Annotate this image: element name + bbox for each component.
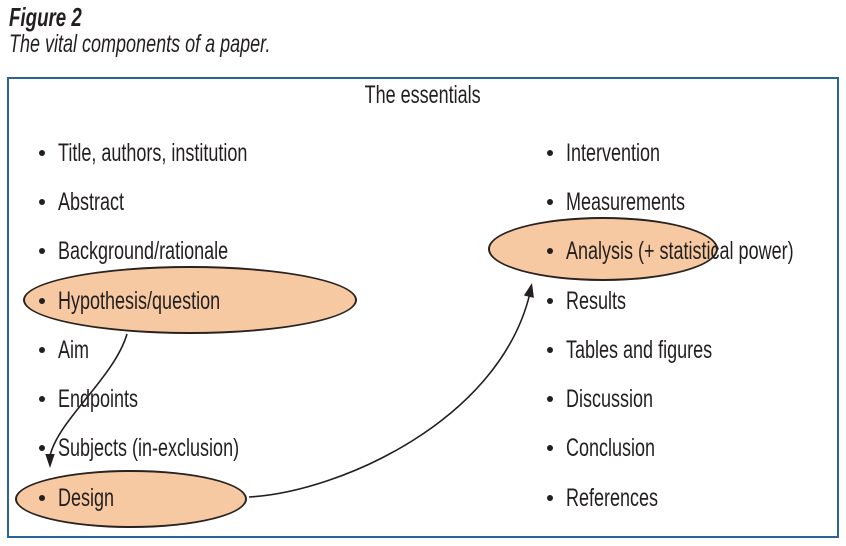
bullet-icon — [39, 198, 45, 205]
list-item: Design — [39, 473, 321, 522]
item-label: Measurements — [566, 187, 686, 216]
list-item: References — [547, 473, 846, 522]
bullet-icon — [39, 445, 45, 452]
bullet-icon — [547, 149, 553, 156]
item-label: Tables and figures — [566, 335, 713, 364]
bullet-icon — [547, 248, 553, 255]
item-label: Subjects (in-exclusion) — [58, 434, 240, 463]
item-label: Conclusion — [566, 434, 656, 463]
figure-label-text: Figure 2 — [9, 2, 82, 32]
list-item: Hypothesis/question — [39, 276, 321, 325]
list-item: Subjects (in-exclusion) — [39, 424, 321, 473]
figure-caption-text: The vital components of a paper. — [9, 30, 271, 58]
item-label: Background/rationale — [58, 237, 229, 266]
list-item: Results — [547, 276, 846, 325]
item-label: Endpoints — [58, 385, 139, 414]
panel-title-text: The essentials — [364, 81, 482, 109]
figure-label: Figure 2 — [9, 4, 110, 31]
bullet-icon — [39, 494, 45, 501]
list-item: Background/rationale — [39, 227, 321, 276]
item-label: Analysis (+ statistical power) — [566, 237, 794, 266]
left-column-list: Title, authors, institution Abstract Bac… — [39, 128, 321, 522]
item-label: Aim — [58, 335, 90, 364]
list-item: Intervention — [547, 128, 846, 177]
list-item: Tables and figures — [547, 325, 846, 374]
list-item: Conclusion — [547, 424, 846, 473]
bullet-icon — [547, 494, 553, 501]
item-label: Intervention — [566, 138, 661, 167]
bullet-icon — [39, 297, 45, 304]
right-column-list: Intervention Measurements Analysis (+ st… — [547, 128, 846, 522]
item-label: Results — [566, 286, 627, 315]
list-item: Measurements — [547, 177, 846, 226]
bullet-icon — [547, 396, 553, 403]
bullet-icon — [547, 198, 553, 205]
list-item: Analysis (+ statistical power) — [547, 227, 846, 276]
bullet-icon — [39, 346, 45, 353]
item-label: Hypothesis/question — [58, 286, 221, 315]
list-item: Endpoints — [39, 374, 321, 423]
list-item: Abstract — [39, 177, 321, 226]
figure-caption: The vital components of a paper. — [9, 31, 372, 57]
item-label: Abstract — [58, 187, 125, 216]
panel-title: The essentials — [7, 82, 839, 108]
list-item: Discussion — [547, 374, 846, 423]
item-label: References — [566, 483, 659, 512]
list-item: Aim — [39, 325, 321, 374]
list-item: Title, authors, institution — [39, 128, 321, 177]
item-label: Discussion — [566, 385, 654, 414]
bullet-icon — [547, 297, 553, 304]
bullet-icon — [547, 346, 553, 353]
item-label: Design — [58, 483, 115, 512]
bullet-icon — [39, 149, 45, 156]
highlight-ellipse-design — [15, 470, 247, 528]
bullet-icon — [547, 445, 553, 452]
highlight-ellipse-analysis — [488, 217, 718, 281]
bullet-icon — [39, 248, 45, 255]
item-label: Title, authors, institution — [58, 138, 248, 167]
bullet-icon — [39, 396, 45, 403]
